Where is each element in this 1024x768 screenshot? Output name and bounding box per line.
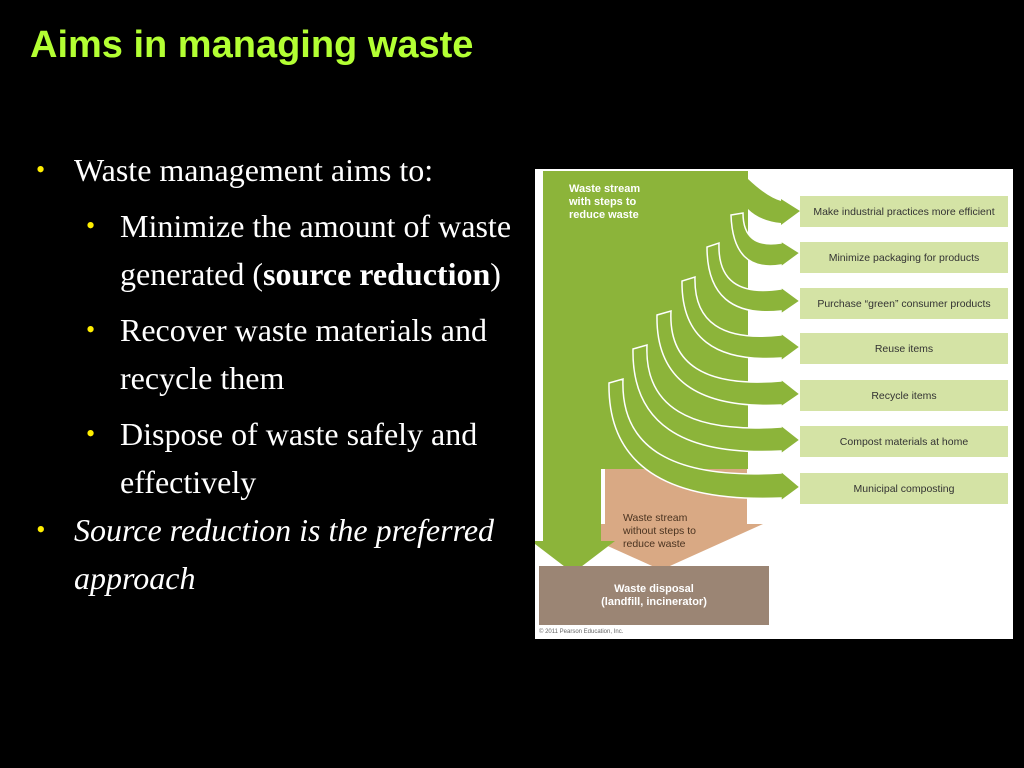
- without-steps-label: Waste stream without steps to reduce was…: [623, 512, 696, 550]
- slide-title: Aims in managing waste: [30, 24, 474, 66]
- copyright-notice: © 2011 Pearson Education, Inc.: [539, 629, 624, 635]
- bullet-intro: • Waste management aims to:: [34, 146, 534, 194]
- bullet-marker: •: [86, 211, 96, 240]
- branch-arrow-5: [632, 343, 802, 456]
- branch-arrows: [608, 212, 802, 503]
- with-steps-label: Waste stream with steps to reduce waste: [569, 183, 641, 221]
- sub-bullet-emphasis: source reduction: [263, 256, 491, 292]
- step-box-recycle: Recycle items: [800, 380, 1008, 411]
- bullet-conclusion: • Source reduction is the preferred appr…: [34, 506, 534, 602]
- sub-bullet-recycle: • Recover waste materials and recycle th…: [34, 306, 534, 402]
- step-box-packaging: Minimize packaging for products: [800, 242, 1008, 273]
- branch-arrow-3: [681, 275, 802, 363]
- diagram-arrows: [535, 171, 802, 573]
- sub-bullet-dispose: • Dispose of waste safely and effectivel…: [34, 410, 534, 506]
- sub-bullet-text: Minimize the amount of waste generated (: [120, 208, 512, 292]
- waste-stream-diagram: Waste stream with steps to reduce waste …: [535, 169, 1013, 639]
- branch-arrow-6: [608, 377, 802, 503]
- sub-bullet-text: Dispose of waste safely and effectively: [120, 416, 478, 500]
- sub-bullet-source-reduction: • Minimize the amount of waste generated…: [34, 202, 534, 298]
- bullet-list: • Waste management aims to: • Minimize t…: [34, 146, 534, 602]
- green-trunk: [535, 171, 800, 573]
- bullet-marker: •: [36, 155, 46, 184]
- step-box-industrial: Make industrial practices more efficient: [800, 196, 1008, 227]
- bullet-conclusion-text: Source reduction is the preferred approa…: [74, 512, 495, 596]
- step-box-green-products: Purchase “green” consumer products: [800, 288, 1008, 319]
- step-box-municipal-compost: Municipal composting: [800, 473, 1008, 504]
- step-box-home-compost: Compost materials at home: [800, 426, 1008, 457]
- bullet-intro-text: Waste management aims to:: [74, 152, 434, 188]
- branch-arrow-2: [706, 241, 802, 316]
- bullet-marker: •: [86, 315, 96, 344]
- sub-bullet-text: Recover waste materials and recycle them: [120, 312, 487, 396]
- step-box-reuse: Reuse items: [800, 333, 1008, 364]
- bullet-marker: •: [86, 419, 96, 448]
- branch-arrow-4: [656, 309, 802, 409]
- bullet-marker: •: [36, 515, 46, 544]
- waste-disposal-box: Waste disposal (landfill, incinerator): [539, 566, 769, 625]
- branch-arrow-1: [730, 212, 802, 269]
- sub-bullet-text-end: ): [490, 256, 501, 292]
